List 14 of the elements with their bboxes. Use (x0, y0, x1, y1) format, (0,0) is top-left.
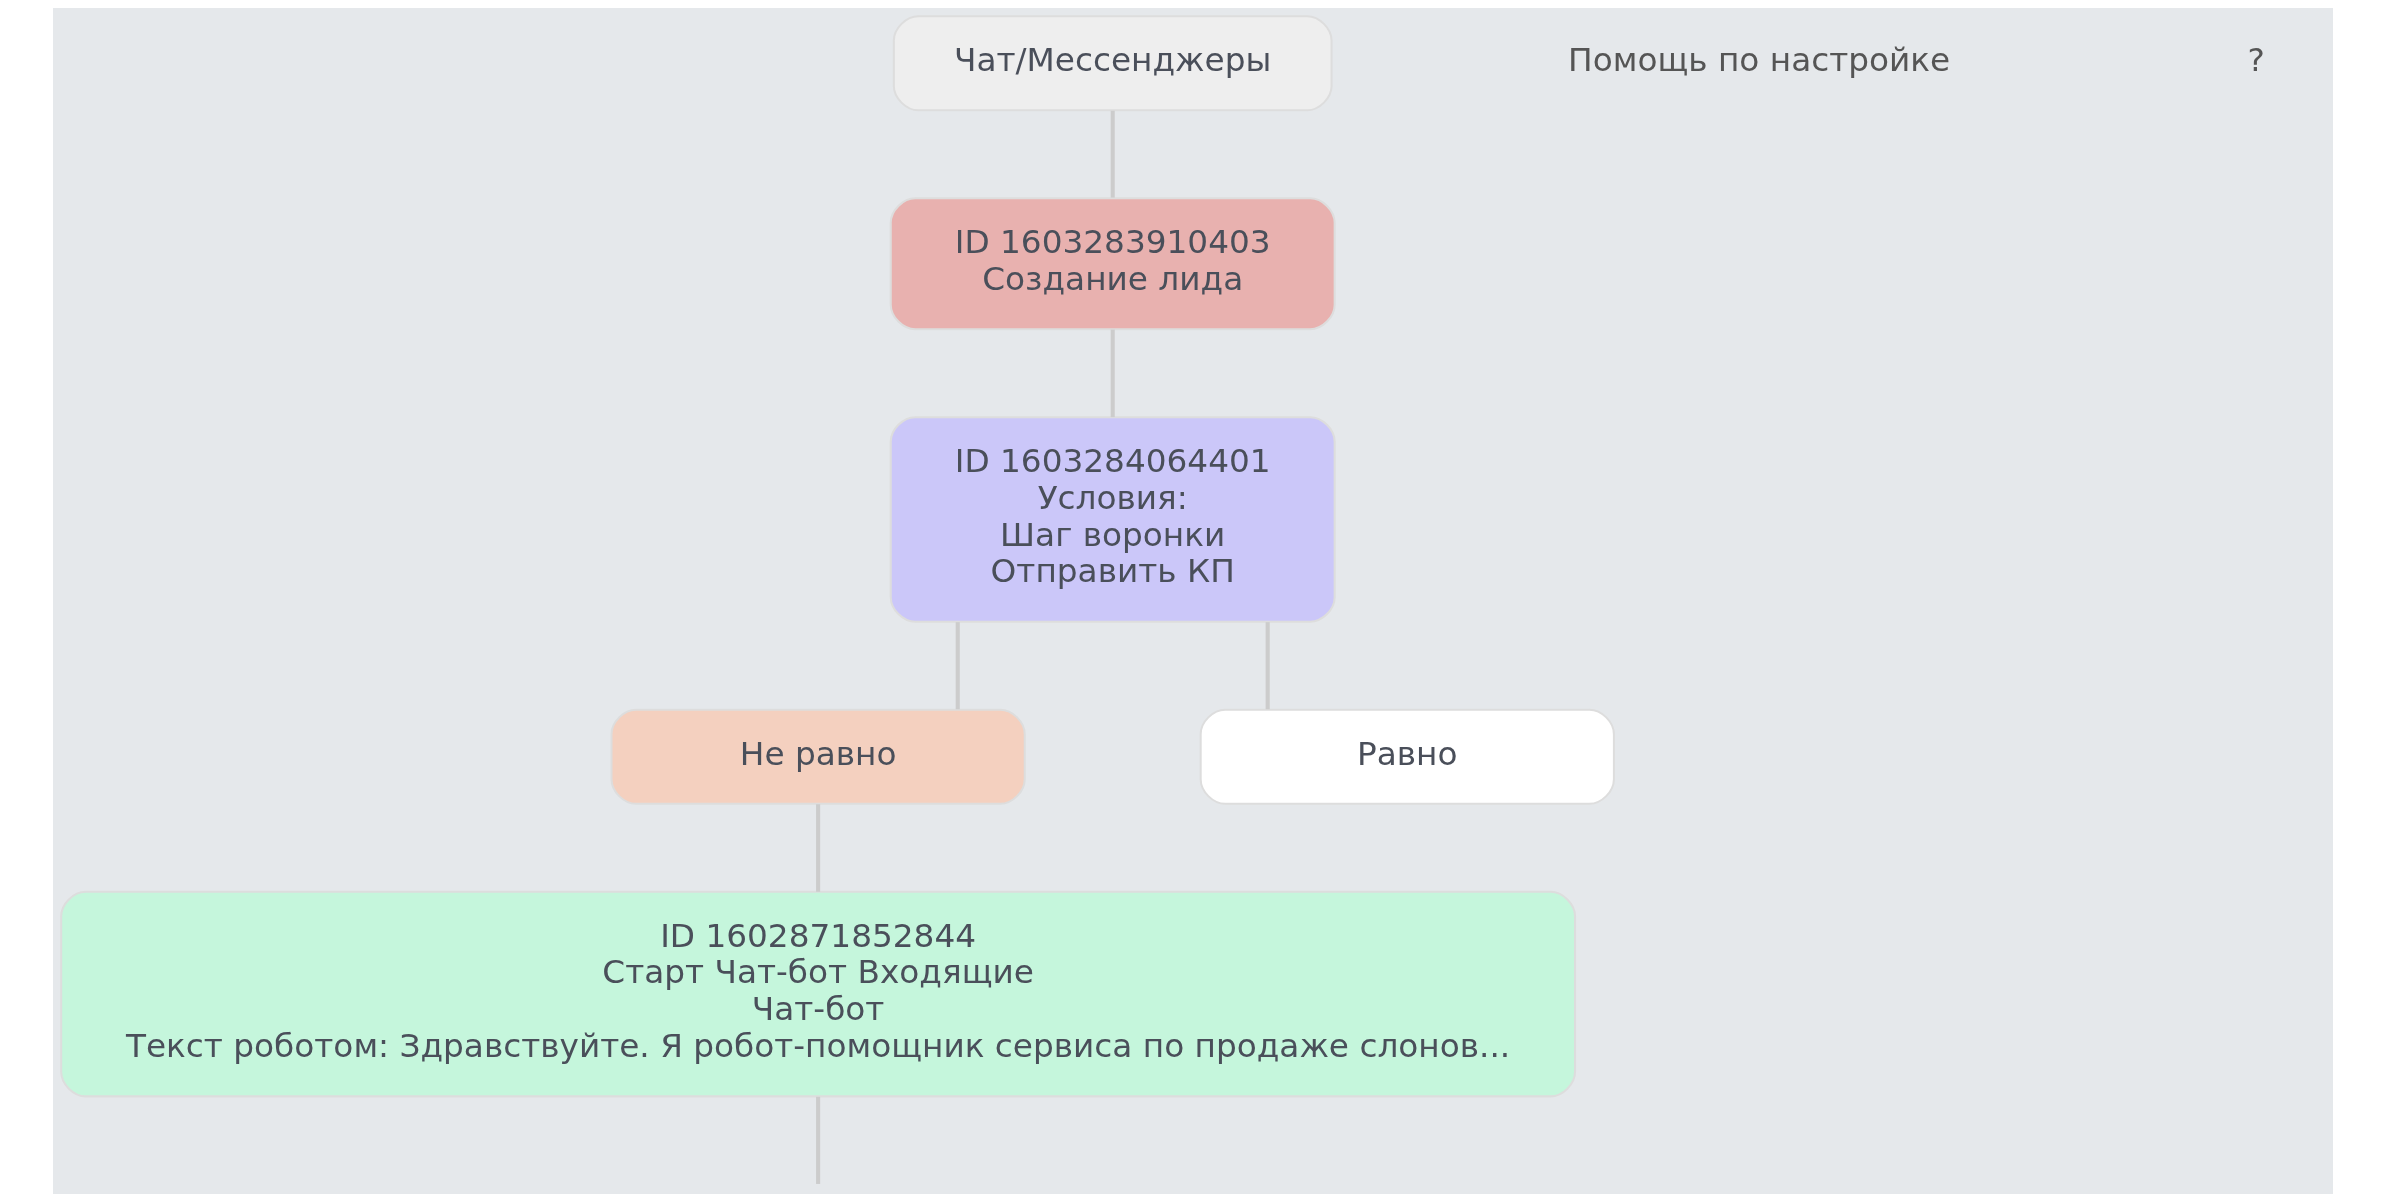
node-box: Равно (1199, 708, 1615, 805)
node-box: Чат/Мессенджеры (892, 15, 1333, 112)
connector (1110, 110, 1115, 198)
node-box: ID 1603283910403 Создание лида (889, 197, 1336, 331)
label: Помощь по настройке (1568, 41, 1951, 80)
node-box: Не равно (610, 708, 1026, 805)
connector (816, 1096, 821, 1184)
connector (1110, 329, 1115, 418)
connector (955, 622, 960, 710)
connector (1265, 622, 1270, 710)
label: ? (2247, 41, 2265, 80)
node-box: ID 1602871852844 Старт Чат-бот Входящие Чат-бот Текст роботом: Здравствуйте. Я робот-помощник сервиса по продаже слонов... (60, 890, 1577, 1098)
node-box: ID 1603284064401 Условия: Шаг воронки Отправить КП (889, 416, 1336, 623)
connector (816, 804, 821, 892)
